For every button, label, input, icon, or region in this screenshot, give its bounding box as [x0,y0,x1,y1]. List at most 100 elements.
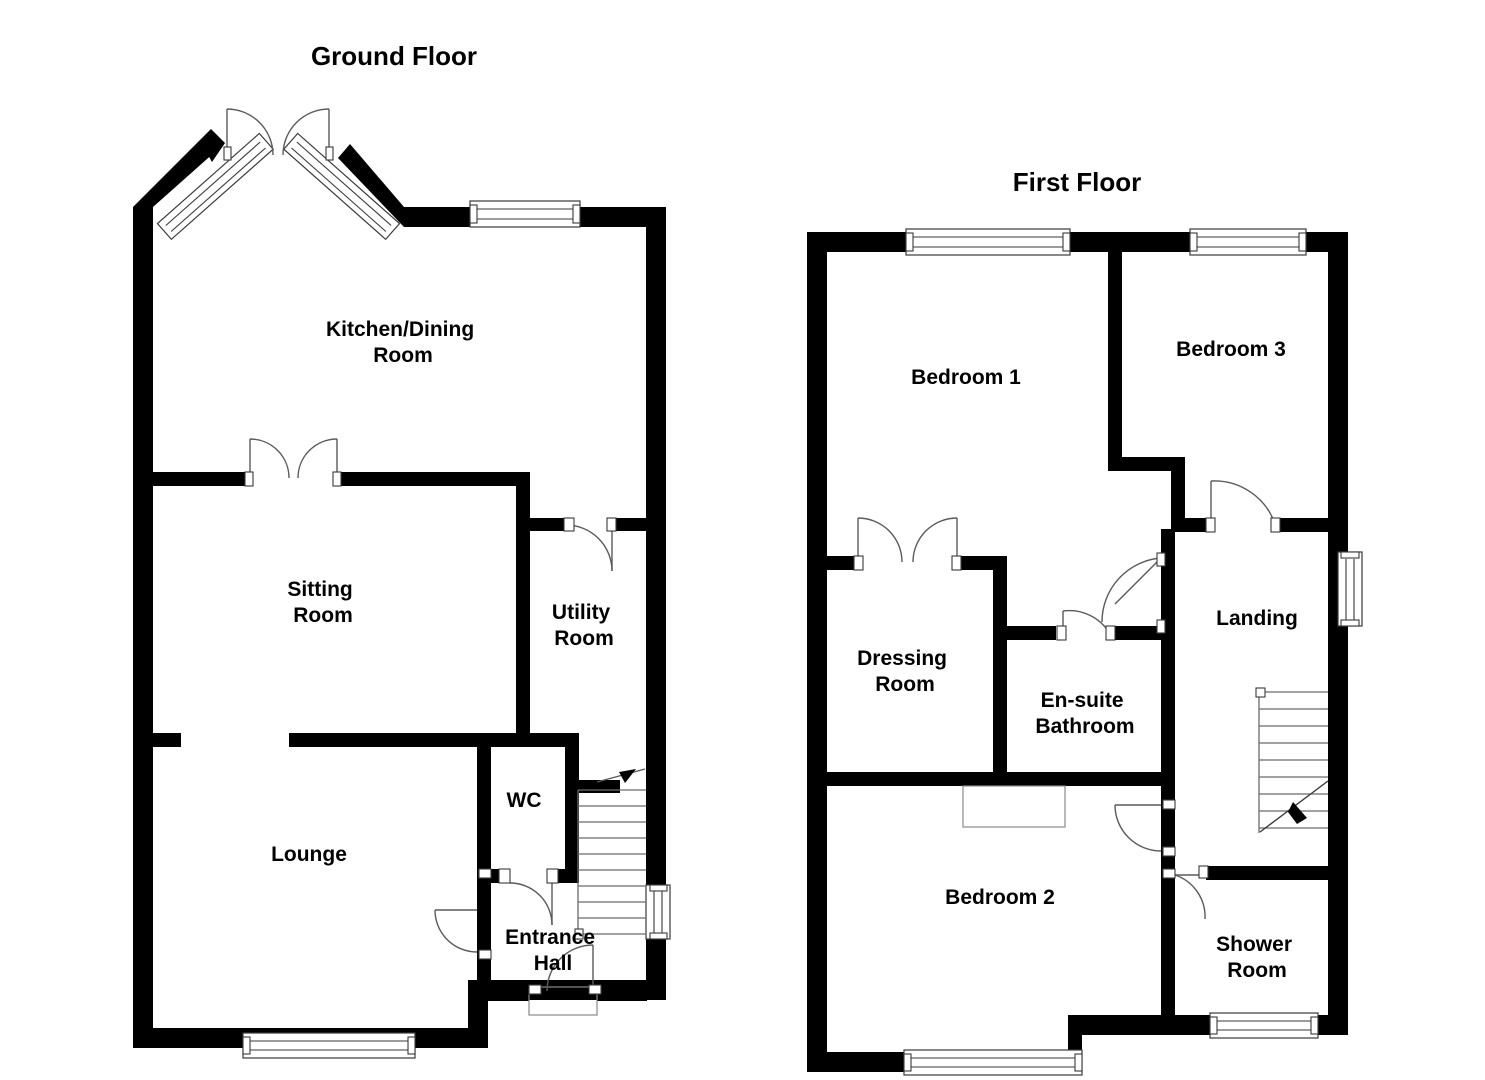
label-kitchen-dining-line2: Room [373,344,433,367]
label-dressing-room: Dressing Room [857,647,953,696]
wall-dressing-ensuite-bottom [817,772,1175,786]
door-wc [498,868,559,926]
label-entrance-hall-line1: Entrance [505,926,595,949]
label-sitting-room-line1: Sitting [287,578,352,601]
label-shower-room-line2: Room [1227,959,1287,982]
door-landing-bed1-corridor [1101,552,1166,634]
wall-ff-left-exterior [807,232,827,1072]
wall-wc-right [565,733,579,883]
wall-dressing-right-vertical [993,556,1007,780]
door-bedroom3 [1205,480,1281,533]
wall-landing-left-upper [1161,529,1175,629]
ground-floor-windows [156,132,671,1059]
wall-bed3-door-jamb-right [1278,518,1328,532]
label-kitchen-dining-line1: Kitchen/Dining [326,318,474,341]
label-shower-room: Shower Room [1216,933,1298,982]
window-bedroom1-top [905,228,1071,256]
bulkhead-bedroom2 [962,785,1066,828]
wall-utility-top-right [613,518,659,531]
first-floor-title: First Floor [1013,167,1142,197]
wall-bed1-dressing-left [817,556,859,570]
ground-floor-doors [223,108,646,995]
label-landing-line1: Landing [1216,607,1298,630]
window-bedroom3-top [1189,228,1307,256]
bay-jamb-left [203,143,225,162]
wall-kitchen-sitting-right [337,472,529,486]
front-door-threshold [528,986,598,1016]
window-kitchen-top [469,200,581,228]
wall-left-exterior [133,207,153,1048]
window-shower-bottom [1209,1012,1319,1039]
label-entrance-hall-line2: Hall [534,952,573,975]
window-bay-right [282,132,401,241]
label-lounge: Lounge [271,843,347,866]
wall-sitting-utility-vertical [516,472,530,738]
wall-landing-left-lower [1161,626,1175,791]
label-dressing-room-line2: Room [875,673,935,696]
wall-bed3-landing-vertical [1171,457,1185,532]
first-floor-windows [903,228,1363,1076]
window-landing-side [1337,551,1363,627]
wall-ensuite-top-left [1006,626,1056,640]
label-lounge-line1: Lounge [271,843,347,866]
wall-bed3-door-jamb-left [1185,518,1207,532]
room-labels: Kitchen/Dining Room Sitting Room Utility… [271,318,1298,982]
wall-bed3-bottom-left [1108,457,1178,471]
wall-lounge-sitting-left [143,733,181,747]
label-en-suite-bathroom-line1: En-suite [1041,689,1124,712]
door-bay-french-pair [223,108,334,161]
label-en-suite-bathroom-line2: Bathroom [1035,715,1134,738]
label-sitting-room-line2: Room [293,604,353,627]
wall-bed2-shower-vertical [1161,866,1175,1016]
wall-right-exterior [646,207,666,1000]
wall-shower-top [1206,866,1328,880]
ground-floor-title: Ground Floor [311,41,477,71]
wall-utility-bottom-stair [566,780,620,793]
label-bedroom-2: Bedroom 2 [945,886,1055,909]
door-bedroom2 [1114,799,1176,857]
wall-ff-right-exterior [1328,232,1348,1035]
window-hall-side [645,884,671,940]
window-lounge-bottom [242,1032,416,1059]
wall-kitchen-sitting-left [143,472,251,486]
bay-jamb-right [338,146,352,166]
label-dressing-room-line1: Dressing [857,647,947,670]
door-understairs [596,768,646,783]
label-utility-room: Utility Room [552,601,616,650]
wall-wc-left [477,733,491,883]
label-sitting-room: Sitting Room [287,578,358,627]
label-wc-line1: WC [507,789,542,812]
ground-floor-plan: Ground Floor [133,41,671,1059]
door-lounge [434,868,492,960]
label-utility-room-line1: Utility [552,601,611,624]
wall-hall-bottom-right [597,987,647,1001]
door-utility [563,517,617,572]
door-bed1-dressing-pair [853,517,962,571]
label-bedroom-1-line1: Bedroom 1 [911,366,1021,389]
wall-utility-top-left [516,518,566,531]
label-kitchen-dining: Kitchen/Dining Room [326,318,480,367]
label-wc: WC [507,789,542,812]
wall-bay-right-angled [338,144,404,227]
wall-lounge-hall-vertical [477,883,491,1000]
first-floor-doors [853,480,1281,920]
wall-bay-left-angled [133,129,225,207]
label-bedroom-3: Bedroom 3 [1176,338,1286,361]
first-floor-plan: First Floor [807,167,1363,1076]
label-bedroom-2-line1: Bedroom 2 [945,886,1055,909]
door-front-entrance [528,944,602,995]
label-en-suite-bathroom: En-suite Bathroom [1035,689,1134,738]
label-entrance-hall: Entrance Hall [505,926,601,975]
window-bay-left [156,132,275,241]
window-bedroom2-bottom [903,1049,1083,1076]
wall-hall-bottom-left [477,987,529,1001]
label-bedroom-1: Bedroom 1 [911,366,1021,389]
door-shower-room [1162,865,1209,920]
door-kitchen-sitting-pair [244,438,342,487]
door-ensuite [1056,609,1116,641]
wall-wc-top [477,733,579,747]
stairs-ground-up [574,789,646,940]
